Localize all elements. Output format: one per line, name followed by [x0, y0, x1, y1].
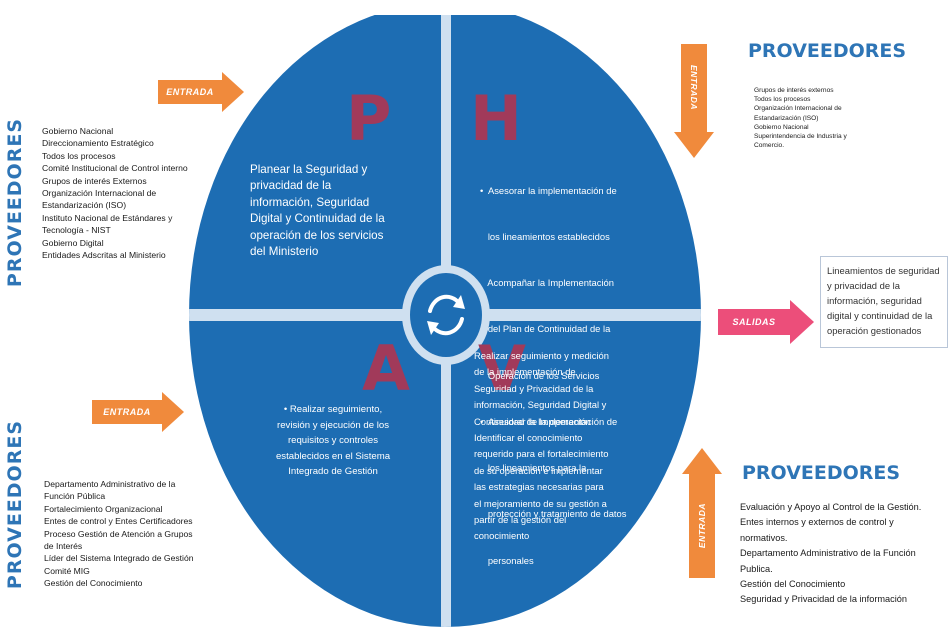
proveedores-heading-right-top: PROVEEDORES [748, 40, 907, 62]
phva-cycle-diagram [189, 15, 701, 627]
list-item: Todos los procesos [754, 96, 811, 104]
salidas-arrow-label: SALIDAS [718, 309, 790, 335]
right-bottom-supplier-list: Evaluación y Apoyo al Control de la Gest… [740, 500, 921, 608]
text-line: personales [480, 554, 534, 566]
entrada-arrow-label: ENTRADA [92, 400, 162, 424]
text-line: de su operación e implementar [474, 464, 603, 476]
text-line: protección y tratamiento de datos [480, 508, 627, 520]
text-line: partir de la gestión del [474, 514, 567, 526]
entrada-arrow-right-bottom: ENTRADA [682, 448, 722, 578]
list-item: Seguridad y Privacidad de la información [740, 594, 907, 605]
proveedores-label-left-top: PROVEEDORES [4, 118, 26, 288]
list-item: Todos los procesos [42, 150, 116, 161]
list-item: Grupos de interés externos [754, 87, 834, 94]
quadrant-actuar-text: • Realizar seguimiento, revisión y ejecu… [258, 402, 408, 480]
arrow-head-icon [682, 448, 722, 474]
letter-p: P [346, 82, 392, 155]
proveedores-label-left-bottom: PROVEEDORES [4, 420, 26, 590]
text-line: • Realizar seguimiento, [283, 404, 383, 415]
letter-a: A [362, 332, 410, 405]
list-item: Entidades Adscritas al Ministerio [42, 250, 166, 261]
list-item: Gestión del Conocimiento [740, 579, 846, 590]
quadrant-hacer-text: • Asesorar la implementación de los line… [480, 152, 626, 583]
arrow-head-icon [790, 300, 814, 344]
list-item: Fortalecimiento Organizacional [44, 503, 163, 514]
text-line: revisión y ejecución de los [277, 419, 389, 431]
text-line: las estrategias necesarias para [474, 481, 604, 493]
text-line: Continuidad de la operación [474, 415, 591, 427]
text-line: • Asesorar la Implementación de [480, 415, 618, 427]
text-line: información, Seguridad Digital y [474, 399, 607, 411]
text-line: los lineamientos para la [480, 462, 587, 474]
text-line: conocimiento [474, 530, 530, 542]
text-line: • Asesorar la implementación de [480, 184, 617, 196]
text-line: del Plan de Continuidad de la [480, 323, 611, 335]
list-item: Evaluación y Apoyo al Control de la Gest… [740, 502, 922, 512]
left-top-supplier-list: Gobierno Nacional Direccionamiento Estra… [42, 125, 188, 261]
text-line: Integrado de Gestión [288, 466, 378, 478]
quadrant-planear-text: Planear la Seguridad y privacidad de la … [250, 162, 385, 260]
text-line: Identificar el conocimiento [474, 432, 583, 444]
outcome-box: Lineamientos de seguridad y privacidad d… [820, 256, 948, 348]
list-item: Gestión del Conocimiento [44, 578, 143, 589]
refresh-cycle-icon [427, 294, 465, 336]
text-line: Operación de los Servicios [480, 369, 600, 381]
text-line: Acompañar la Implementación [480, 277, 614, 289]
list-item: Estandarización (ISO) [754, 114, 819, 122]
list-item: Publica. [740, 563, 773, 574]
center-hub-inner [410, 273, 482, 357]
text-line: del Ministerio [250, 245, 319, 259]
letter-v: V [478, 332, 526, 405]
right-top-supplier-list: Grupos de interés externos Todos los pro… [754, 86, 847, 150]
text-line: los lineamientos establecidos [480, 231, 610, 243]
text-line: Digital y Continuidad de la [250, 212, 385, 226]
list-item: Función Pública [44, 491, 106, 502]
list-item: Instituto Nacional de Estándares y [42, 212, 173, 223]
entrada-arrow-label: ENTRADA [158, 80, 222, 104]
list-item: Tecnología - NIST [42, 225, 111, 236]
text-line: requisitos y controles [287, 435, 379, 447]
list-item: Superintendencia de Industria y [754, 133, 847, 141]
text-line: Planear la Seguridad y [250, 163, 368, 176]
text-line: privacidad de la [250, 179, 332, 193]
list-item: Líder del Sistema Integrado de Gestión [44, 553, 194, 564]
text-line: Seguridad y Privacidad de la [474, 382, 594, 394]
entrada-arrow-right-top: ENTRADA [674, 44, 714, 162]
list-item: Proceso Gestión de Atención a Grupos [44, 528, 193, 539]
list-item: Departamento Administrativo de la Funció… [740, 548, 916, 559]
list-item: Entes internos y externos de control y [740, 517, 894, 528]
quadrant-verificar-text: Realizar seguimiento y medición de la im… [474, 348, 609, 545]
list-item: Comercio. [754, 142, 785, 150]
list-item: Organización Internacional de [42, 188, 157, 199]
arrow-head-icon [222, 72, 244, 112]
list-item: Comité Institucional de Control interno [42, 163, 188, 174]
entrada-arrow-label: ENTRADA [689, 65, 699, 111]
arrow-head-icon [162, 392, 184, 432]
list-item: Direccionamiento Estratégico [42, 138, 154, 149]
list-item: Entes de control y Entes Certificadores [44, 516, 193, 527]
list-item: de Interés [44, 541, 83, 552]
list-item: Comité MIG [44, 565, 90, 576]
list-item: Gobierno Nacional [42, 126, 114, 136]
list-item: Estandarización (ISO) [42, 200, 127, 211]
proveedores-heading-right-bottom: PROVEEDORES [742, 462, 901, 484]
text-line: el mejoramiento de su gestión a [474, 497, 607, 509]
list-item: Grupos de interés Externos [42, 175, 147, 186]
text-line: establecidos en el Sistema [275, 450, 391, 462]
list-item: normativos. [740, 532, 788, 543]
text-line: operación de los servicios [250, 228, 384, 242]
text-line: de la implementación de [474, 366, 576, 378]
text-line: información, Seguridad [250, 195, 370, 209]
list-item: Gobierno Nacional [754, 123, 809, 131]
list-item: Departamento Administrativo de la [44, 479, 176, 489]
left-bottom-supplier-list: Departamento Administrativo de la Funció… [44, 478, 194, 590]
arrow-head-icon [674, 132, 714, 158]
text-line: Realizar seguimiento y medición [474, 350, 609, 361]
list-item: Gobierno Digital [42, 237, 104, 248]
entrada-arrow-label: ENTRADA [697, 503, 707, 549]
text-line: requerido para el fortalecimiento [474, 448, 609, 460]
list-item: Organización Internacional de [754, 105, 842, 113]
letter-h: H [470, 82, 522, 155]
